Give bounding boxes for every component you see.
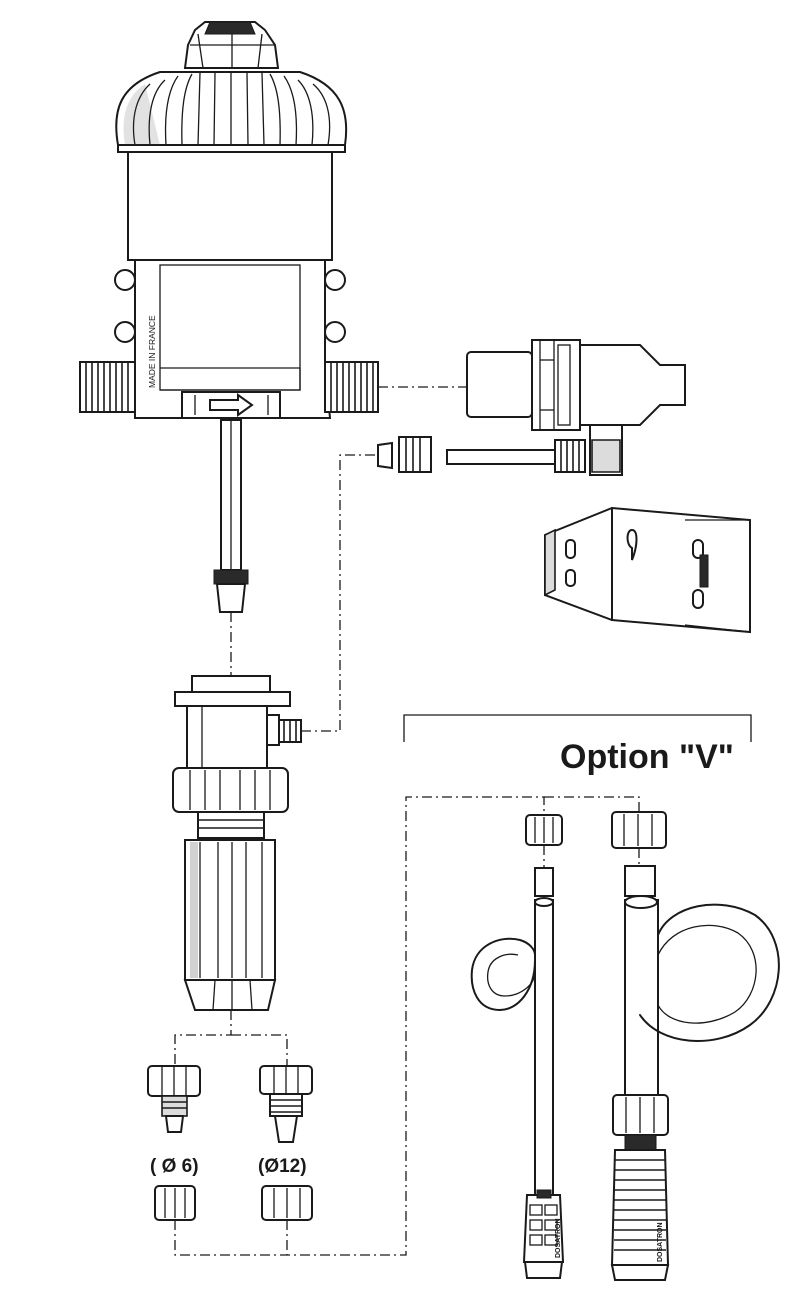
fitting-6mm xyxy=(147,1065,201,1133)
brand-large: DOSATRON xyxy=(657,1222,664,1262)
outlet-port xyxy=(324,361,379,413)
fitting-12mm xyxy=(259,1065,313,1143)
ribbed-bell-cap xyxy=(115,71,348,153)
suction-tube-large: DOSATRON xyxy=(610,811,780,1281)
connection-lines xyxy=(174,386,640,1256)
nut-12mm xyxy=(261,1185,313,1221)
piston-rod xyxy=(213,419,249,613)
top-cap-knob xyxy=(183,21,280,69)
diameter-6-label: ( Ø 6) xyxy=(150,1156,199,1177)
mounting-lugs xyxy=(114,269,346,343)
upper-cylinder xyxy=(127,151,333,261)
nut-6mm xyxy=(154,1185,196,1221)
suction-tube-small: DOSATRON xyxy=(470,814,565,1279)
inlet-port xyxy=(79,361,136,413)
diameter-12-label: (Ø12) xyxy=(258,1156,307,1177)
option-title: Option "V" xyxy=(560,738,734,776)
bypass-valve xyxy=(446,339,686,476)
option-bracket-line xyxy=(403,714,752,742)
dosing-pump-unit: MADE IN FRANCE xyxy=(79,21,379,613)
connector-nut xyxy=(377,436,432,473)
wall-bracket xyxy=(544,506,751,634)
dosing-chamber xyxy=(172,675,302,1011)
brand-small: DOSATRON xyxy=(555,1218,562,1258)
made-in-label: MADE IN FRANCE xyxy=(147,315,157,388)
flow-arrow-plate xyxy=(181,391,281,419)
